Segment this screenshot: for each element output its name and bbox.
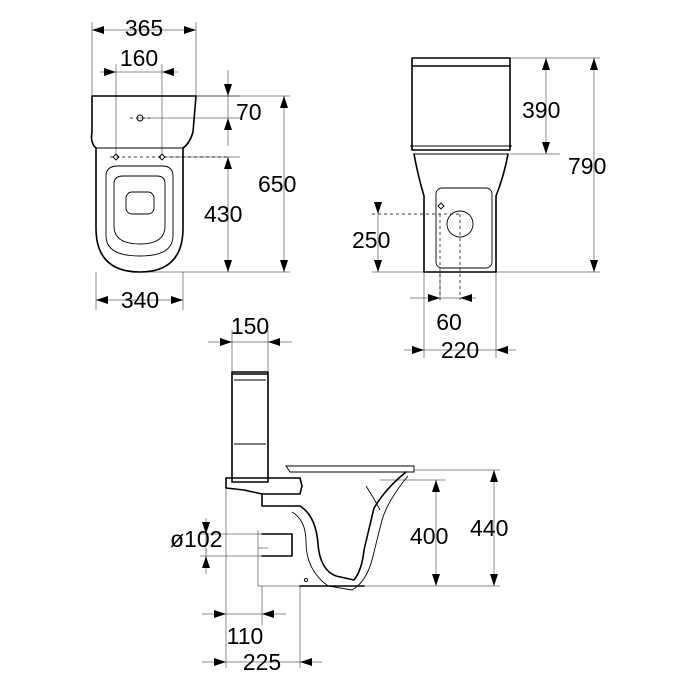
- cistern-body-outline: [411, 65, 511, 151]
- cistern-lid-outline: [411, 57, 511, 67]
- seat-side-outline: [285, 465, 415, 473]
- cistern-base-line: [410, 145, 512, 155]
- dim-label-220: 220: [441, 337, 479, 363]
- dim-label-390: 390: [522, 97, 560, 123]
- dim-label-150: 150: [231, 313, 269, 339]
- dim-label-160: 160: [120, 45, 158, 71]
- pedestal-outline: [413, 153, 509, 273]
- front-view: 390 790 250 60 220: [352, 57, 606, 363]
- pedestal-side-outline: [261, 471, 407, 581]
- bolt-hole-right: [158, 153, 166, 161]
- bowl-inner-curve: [365, 485, 381, 511]
- dim-label-110: 110: [227, 623, 264, 649]
- rear-inlet-panel: [435, 187, 493, 269]
- flush-button-outline: [125, 191, 155, 215]
- bowl-top-outline: [90, 95, 197, 273]
- cistern-side-detail: [234, 379, 266, 445]
- dim-label-340: 340: [121, 287, 159, 313]
- dim-label-365: 365: [125, 15, 163, 41]
- dim-label-70: 70: [236, 99, 262, 125]
- bowl-side-outline: [225, 477, 303, 495]
- trap-outline: [291, 475, 409, 591]
- foot-outline: [261, 533, 365, 587]
- dim-label-790: 790: [568, 153, 606, 179]
- seat-inner-outline: [113, 175, 166, 245]
- dim-label-650: 650: [258, 171, 296, 197]
- outlet-fix-point: [303, 577, 309, 583]
- dim-label-400: 400: [410, 523, 448, 549]
- seat-outline: [105, 165, 174, 257]
- ext-lines-side: [200, 330, 500, 668]
- ext-lines-top: [91, 22, 290, 310]
- dim-label-440: 440: [470, 515, 508, 541]
- cistern-side-outline: [231, 371, 269, 483]
- dim-label-430: 430: [204, 201, 242, 227]
- dim-label-102: ø102: [170, 526, 222, 552]
- inlet-marker: [437, 202, 445, 210]
- bolt-hole-left: [112, 153, 120, 161]
- top-view: 365 160 70 650 430 340: [90, 15, 296, 313]
- center-lines-front: [372, 213, 461, 300]
- dim-label-60: 60: [436, 309, 462, 335]
- side-view: 150 ø102 400 440 110 225: [170, 313, 508, 675]
- dim-label-250: 250: [352, 227, 390, 253]
- dim-label-225: 225: [243, 649, 281, 675]
- outlet-circle: [446, 210, 474, 238]
- ext-lines-front: [372, 57, 600, 358]
